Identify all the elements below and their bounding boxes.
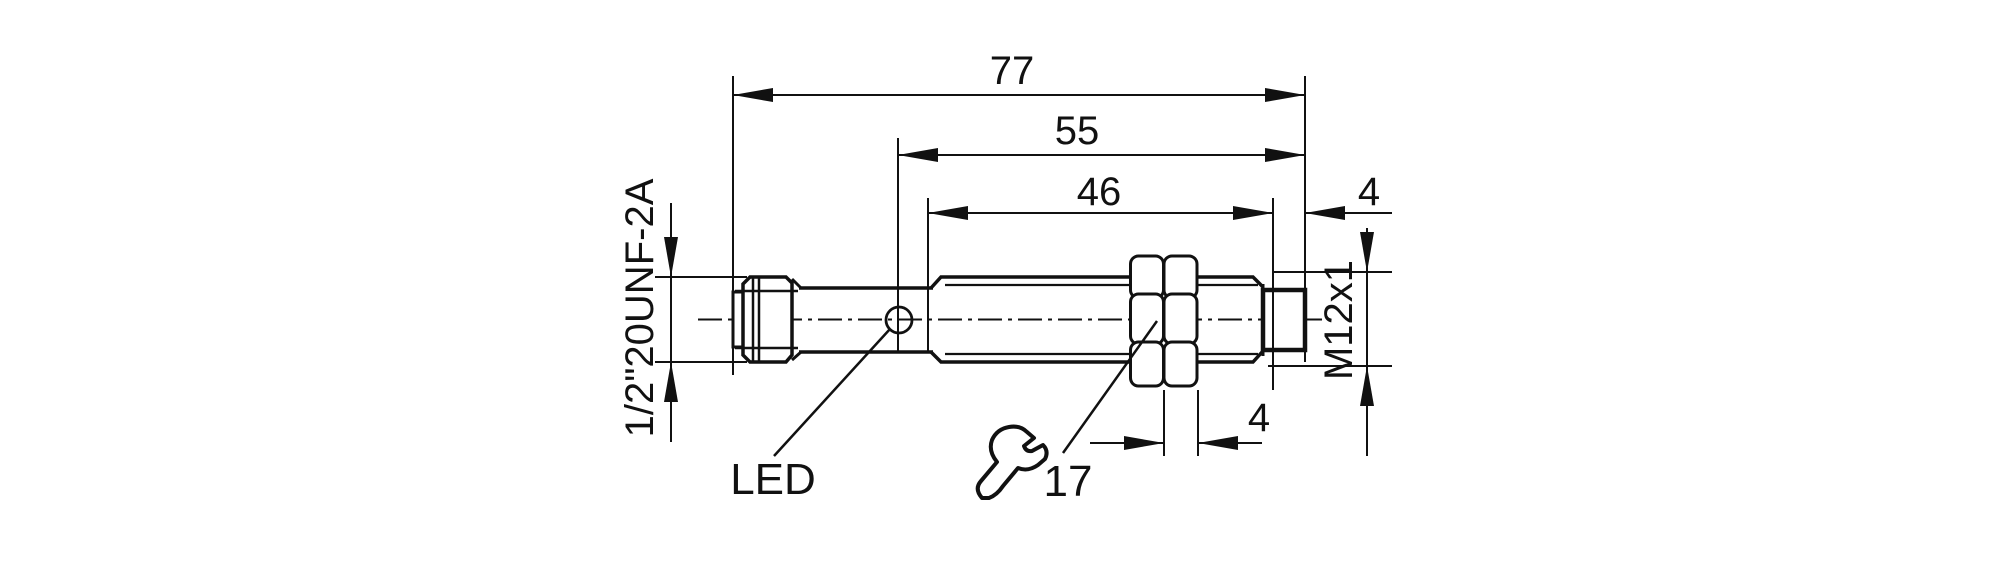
dim-77-label: 77 xyxy=(990,49,1035,93)
sensing-tip xyxy=(1260,287,1308,353)
middle-shaft xyxy=(799,286,933,354)
arrowhead-left-icon xyxy=(733,88,773,102)
dim-46-label: 46 xyxy=(1077,170,1122,214)
led-leader-line xyxy=(773,328,891,457)
arrowhead-right-icon xyxy=(1233,206,1273,220)
dimension-rear-thread: 1/2"20UNF-2A xyxy=(618,178,747,442)
front-thread-label: M12x1 xyxy=(1317,260,1361,380)
arrowhead-left-icon xyxy=(928,206,968,220)
nut-1-bottom-facet xyxy=(1129,340,1165,388)
nut-2-bottom-facet xyxy=(1162,340,1199,388)
wrench-icon xyxy=(975,424,1049,500)
sensor-body xyxy=(731,254,1308,388)
arrowhead-down-icon xyxy=(664,237,678,277)
dimension-housing-length: 55 xyxy=(897,109,1305,352)
arrowhead-left-icon xyxy=(1305,206,1345,220)
dimension-front-thread: M12x1 xyxy=(1268,228,1392,456)
arrowhead-right-icon xyxy=(1265,88,1305,102)
lock-nuts xyxy=(1129,254,1199,388)
nut-1-top-facet xyxy=(1129,254,1165,300)
arrowhead-up-icon xyxy=(664,362,678,402)
dim-4-nut-label: 4 xyxy=(1248,396,1270,440)
arrowhead-right-icon xyxy=(1124,436,1164,450)
wrench-size-label: 17 xyxy=(1044,457,1093,506)
arrowhead-down-icon xyxy=(1360,232,1374,272)
threaded-barrel xyxy=(929,275,1265,364)
arrowhead-right-icon xyxy=(1265,148,1305,162)
nut-2-top-facet xyxy=(1162,254,1199,300)
led-callout: LED xyxy=(730,328,891,504)
rear-thread-connector xyxy=(735,275,803,364)
nut-2-mid-facet xyxy=(1162,292,1199,346)
dimension-nut-thickness: 4 xyxy=(1090,390,1270,456)
arrowhead-left-icon xyxy=(1198,436,1238,450)
dimension-thread-length: 46 xyxy=(927,170,1274,390)
arrowhead-left-icon xyxy=(898,148,938,162)
dim-55-label: 55 xyxy=(1055,109,1100,153)
rear-thread-label: 1/2"20UNF-2A xyxy=(618,178,662,437)
led-label: LED xyxy=(730,455,816,504)
arrowhead-up-icon xyxy=(1360,366,1374,406)
dimension-overall-length: 77 xyxy=(732,49,1306,375)
dimension-tip-length: 4 xyxy=(1305,170,1392,220)
wrench-callout: 17 xyxy=(975,320,1159,506)
dim-4-tip-label: 4 xyxy=(1358,170,1380,214)
wrench-leader-line xyxy=(1061,320,1159,454)
